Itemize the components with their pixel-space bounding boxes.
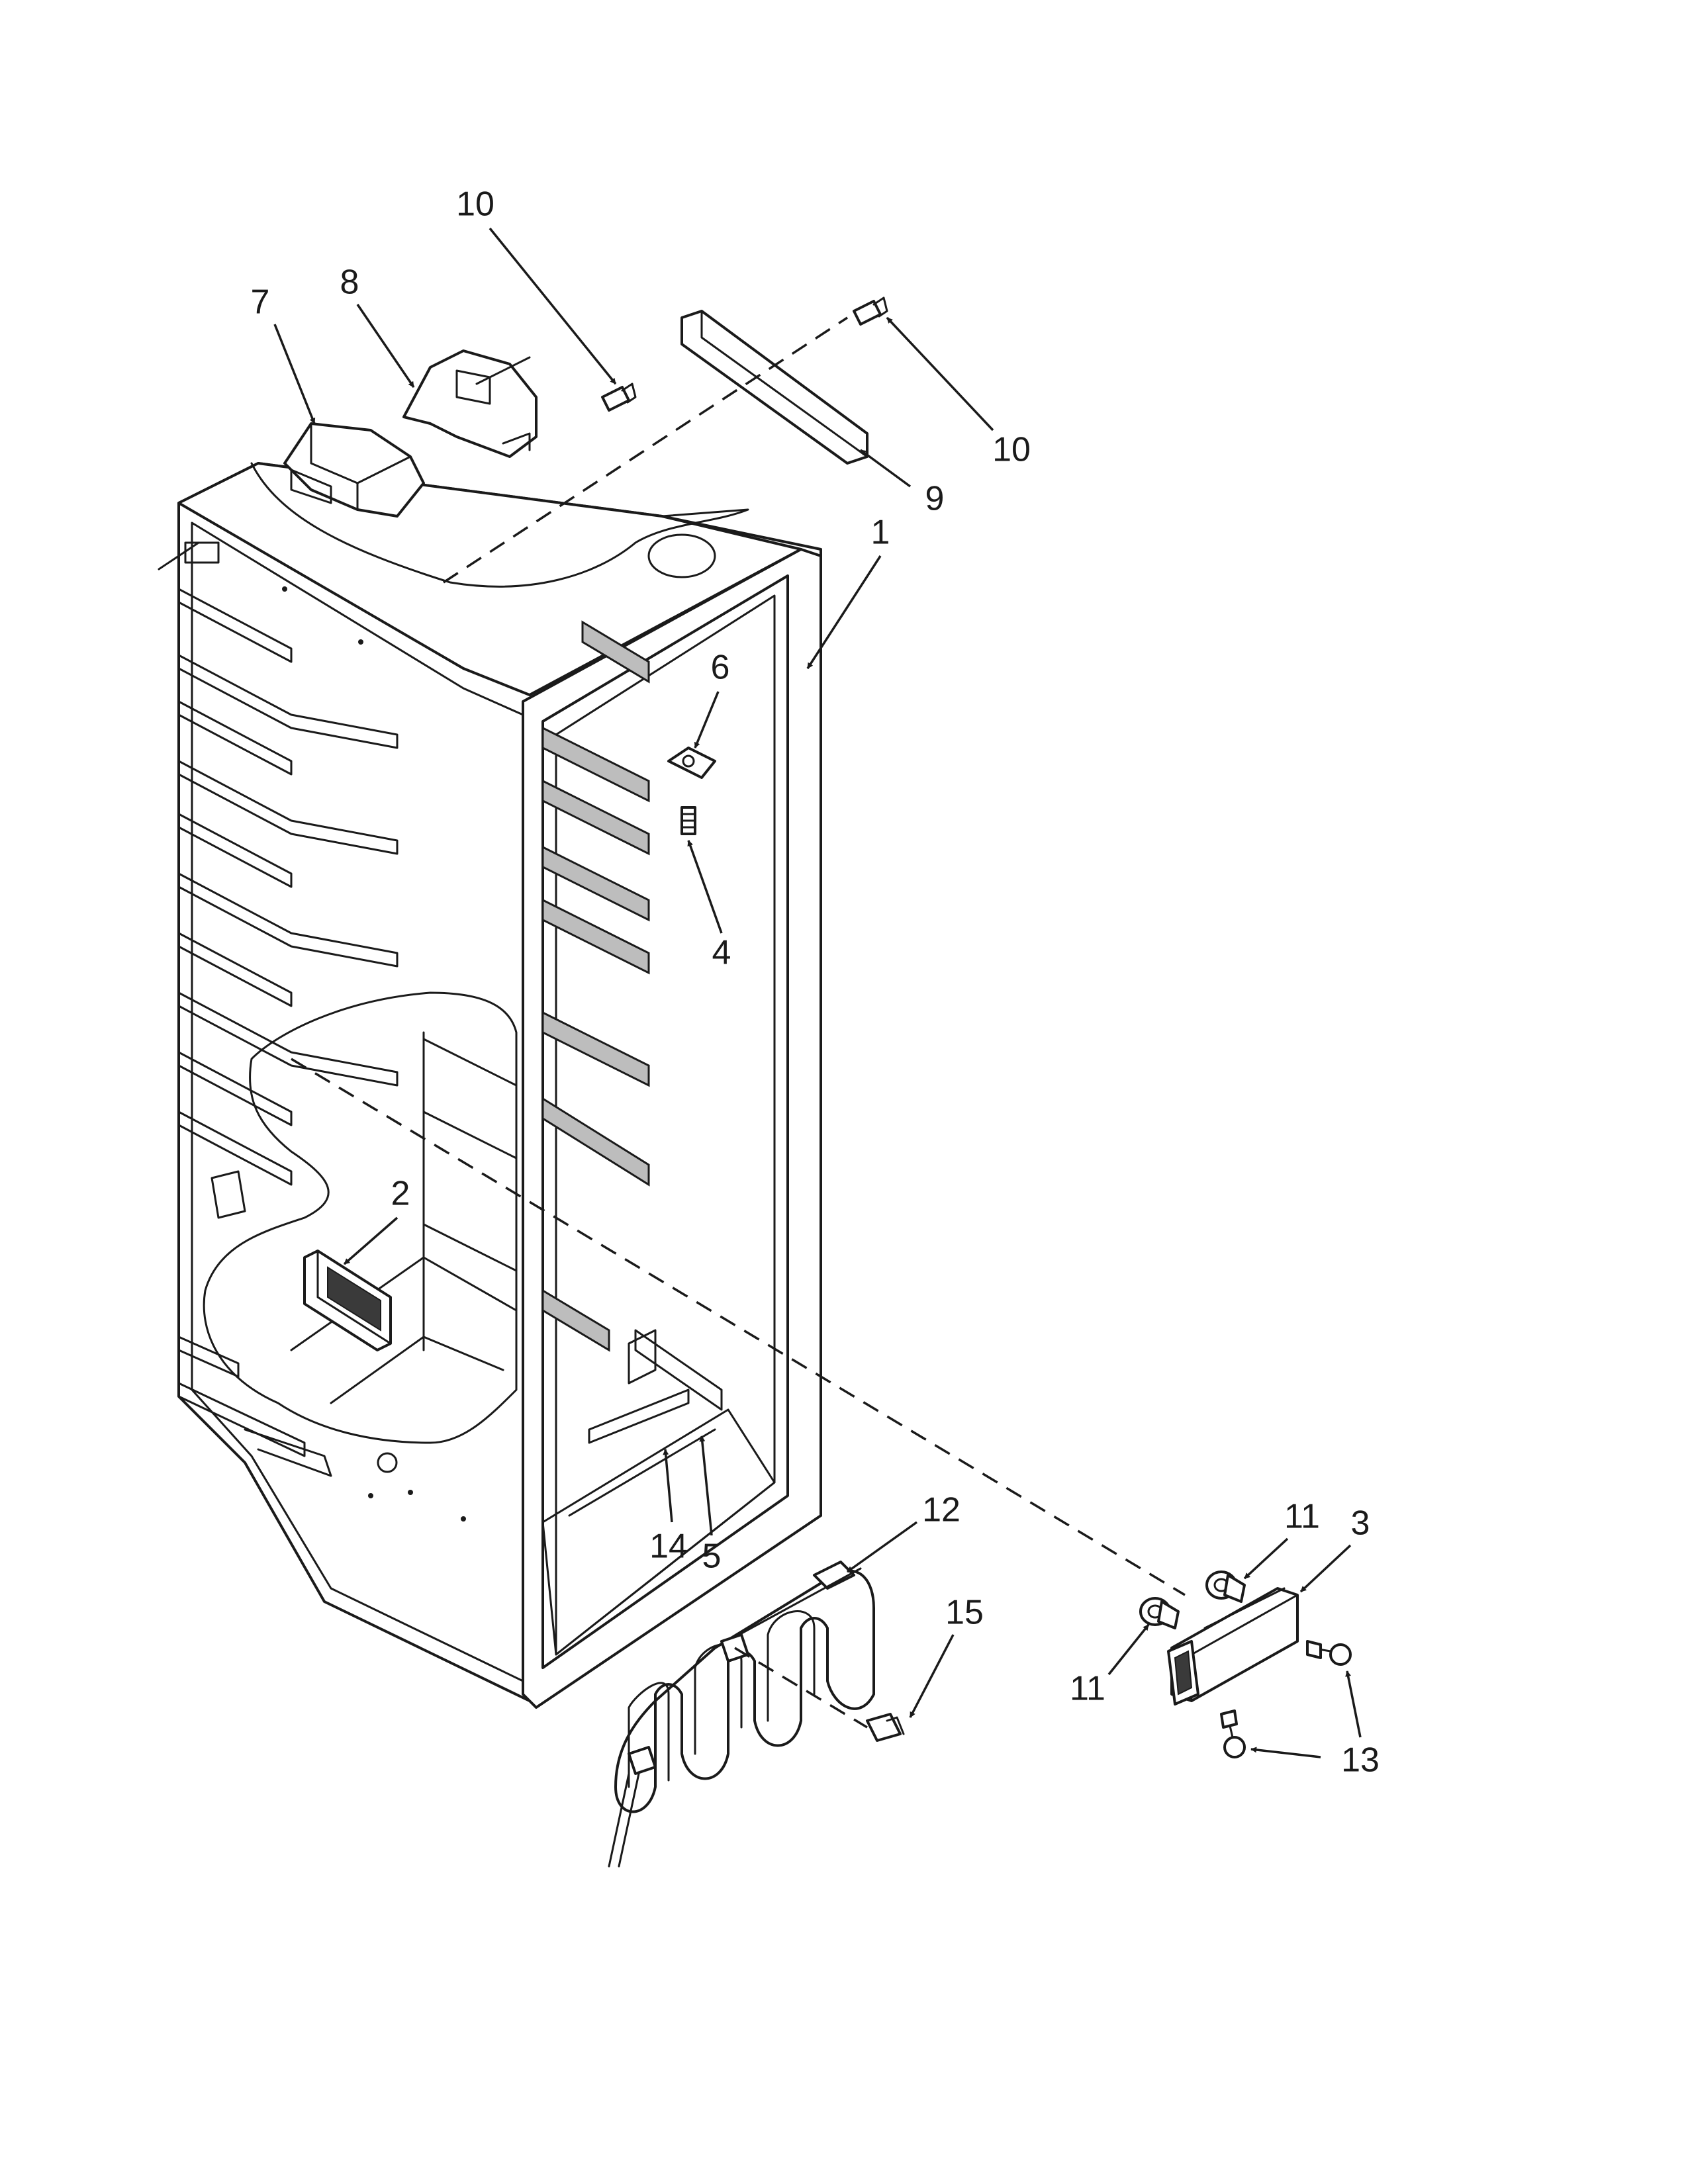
callout-11-upper: 11: [1284, 1498, 1320, 1536]
callout-labels: 10 8 7 10 9 1 6 4 2 14 5 12 15 11 3 11 1…: [251, 185, 1380, 1780]
screw-top-left: [601, 383, 637, 412]
callout-14: 14: [649, 1527, 688, 1566]
control-housing: [283, 422, 425, 518]
screw-small: [680, 806, 696, 835]
screw-15: [866, 1713, 905, 1742]
alignment-line-bottom: [291, 1058, 1186, 1596]
callout-4: 4: [712, 934, 731, 972]
callout-13: 13: [1341, 1741, 1380, 1780]
callout-8: 8: [340, 263, 359, 302]
lower-bracket-14: [588, 1388, 690, 1444]
lower-bracket-5: [628, 1329, 723, 1411]
callout-6: 6: [711, 649, 730, 687]
callout-10-right: 10: [992, 431, 1031, 469]
alignment-line-top: [443, 316, 848, 584]
callout-1: 1: [871, 514, 890, 552]
rivet-lower: [1220, 1709, 1246, 1758]
vent-grille: [303, 1250, 392, 1351]
callout-11-lower: 11: [1070, 1670, 1105, 1708]
callout-5: 5: [702, 1537, 722, 1576]
callout-12: 12: [922, 1491, 961, 1529]
top-rail: [680, 310, 868, 465]
leader-lines: [273, 227, 1362, 1758]
refrigerator-liner: [158, 462, 822, 1709]
callout-10-top-left: 10: [456, 185, 494, 224]
callout-15: 15: [945, 1594, 984, 1632]
callout-3: 3: [1351, 1504, 1370, 1543]
damper-block: [1167, 1587, 1299, 1706]
right-wall-brackets: [541, 620, 650, 1352]
rivet-upper: [1306, 1640, 1352, 1666]
screw-top-right: [853, 296, 888, 326]
grommet-lower: [1139, 1597, 1180, 1629]
callout-9: 9: [925, 480, 945, 518]
callout-7: 7: [251, 283, 270, 322]
mounting-bracket: [402, 349, 538, 458]
grommet-upper: [1205, 1570, 1246, 1603]
callout-2: 2: [391, 1175, 410, 1213]
clip: [667, 747, 716, 779]
left-wall-rails: [177, 588, 399, 1457]
